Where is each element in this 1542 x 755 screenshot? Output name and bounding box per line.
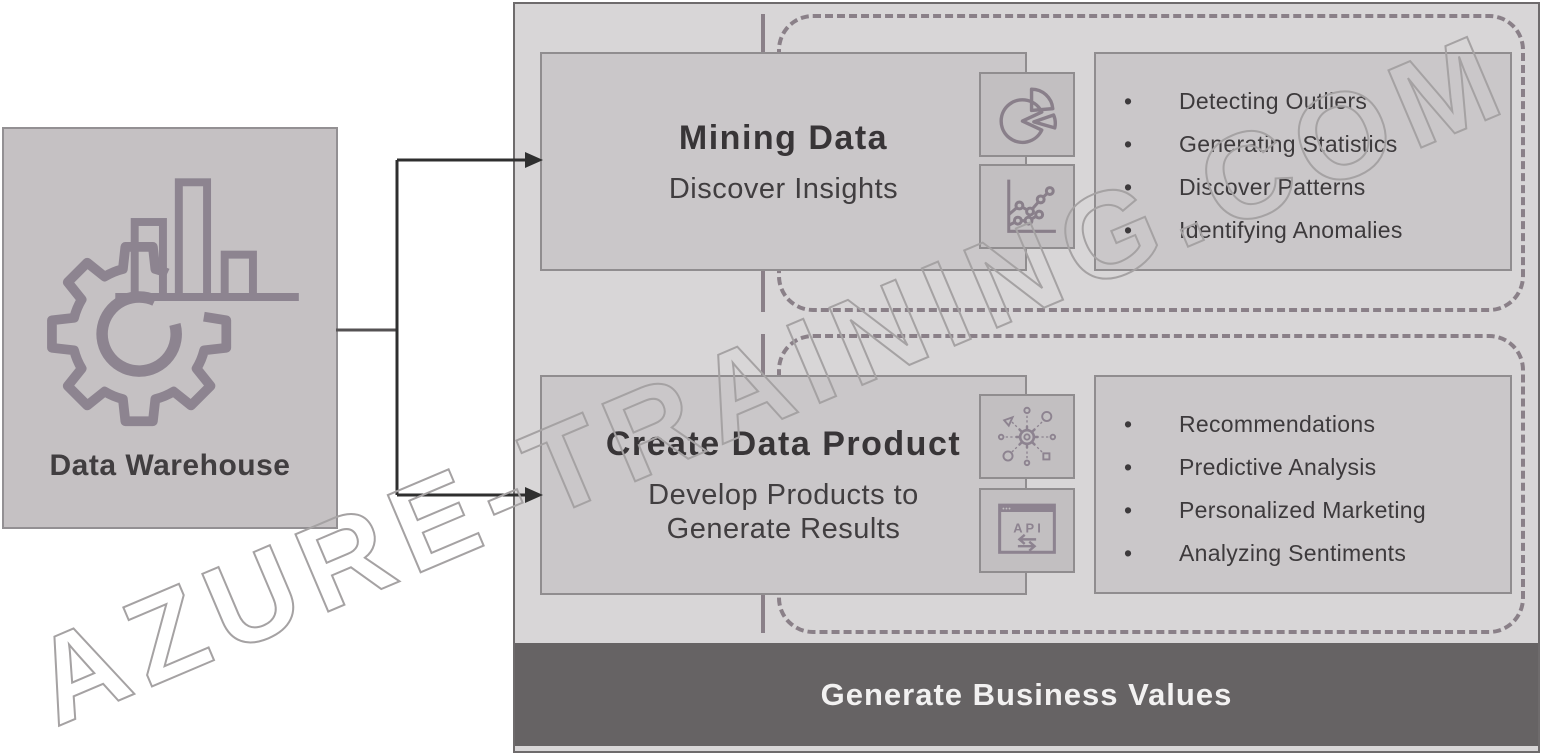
mining-title: Mining Data — [678, 118, 889, 157]
main-panel: Mining Data Discover Insights — [513, 2, 1540, 753]
bullet-icon: • — [1124, 131, 1133, 157]
group-connector-line — [761, 14, 765, 52]
group-connector-line — [761, 593, 765, 633]
list-item-label: Generating Statistics — [1179, 131, 1398, 157]
list-item-label: Analyzing Sentiments — [1179, 540, 1407, 566]
list-item-label: Detecting Outliers — [1179, 88, 1368, 114]
bullet-icon: • — [1124, 454, 1133, 480]
list-item: • Generating Statistics — [1124, 133, 1510, 156]
bullet-icon: • — [1124, 217, 1133, 243]
mining-data-box: Mining Data Discover Insights — [540, 52, 1027, 271]
data-warehouse-label: Data Warehouse — [49, 449, 291, 482]
bullet-icon: • — [1124, 540, 1133, 566]
create-data-product-box: Create Data Product Develop Products to … — [540, 375, 1027, 595]
gear-bar-chart-icon — [47, 178, 299, 427]
list-item-label: Identifying Anomalies — [1179, 217, 1403, 243]
bullet-icon: • — [1124, 411, 1133, 437]
list-item: • Identifying Anomalies — [1124, 219, 1510, 242]
product-outcomes-list: • Recommendations • Predictive Analysis • P… — [1096, 377, 1510, 565]
list-item-label: Discover Patterns — [1179, 174, 1366, 200]
list-item-label: Recommendations — [1179, 411, 1376, 437]
data-warehouse-box: Data Warehouse — [2, 127, 338, 529]
footer-bar: Generate Business Values — [515, 643, 1538, 746]
mining-outcomes-box: • Detecting Outliers • Generating Statisti… — [1094, 52, 1512, 271]
create-subtitle: Develop Products to Generate Results — [648, 479, 919, 545]
list-item: • Recommendations — [1124, 413, 1510, 436]
distribute-gear-icon — [979, 394, 1075, 479]
product-outcomes-box: • Recommendations • Predictive Analysis • P… — [1094, 375, 1512, 594]
list-item: • Discover Patterns — [1124, 176, 1510, 199]
group-connector-line — [761, 269, 765, 312]
bullet-icon: • — [1124, 174, 1133, 200]
group-connector-line — [761, 334, 765, 375]
scatter-chart-icon — [979, 164, 1075, 249]
bullet-icon: • — [1124, 497, 1133, 523]
list-item: • Predictive Analysis — [1124, 456, 1510, 479]
bullet-icon: • — [1124, 88, 1133, 114]
pie-chart-icon — [979, 72, 1075, 157]
mining-outcomes-list: • Detecting Outliers • Generating Statisti… — [1096, 54, 1510, 242]
footer-label: Generate Business Values — [820, 676, 1233, 712]
create-title: Create Data Product — [605, 425, 962, 463]
list-item: • Personalized Marketing — [1124, 499, 1510, 522]
list-item-label: Predictive Analysis — [1179, 454, 1377, 480]
list-item-label: Personalized Marketing — [1179, 497, 1426, 523]
list-item: • Detecting Outliers — [1124, 90, 1510, 113]
api-window-icon: API — [979, 488, 1075, 573]
svg-text:API: API — [1013, 520, 1044, 535]
flow-arrows — [336, 152, 543, 503]
list-item: • Analyzing Sentiments — [1124, 542, 1510, 565]
mining-subtitle: Discover Insights — [668, 172, 899, 205]
